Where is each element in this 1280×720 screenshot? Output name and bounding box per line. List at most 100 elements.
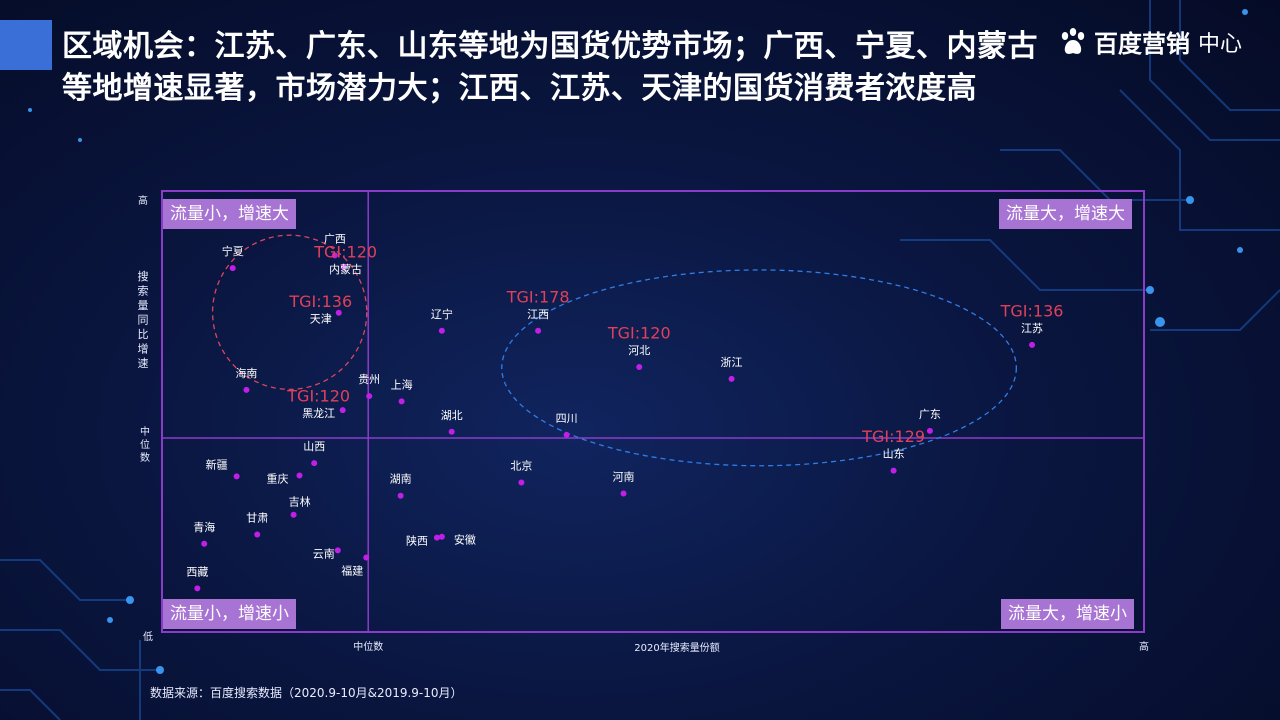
data-source-note: 数据来源：百度搜索数据（2020.9-10月&2019.9-10月） bbox=[150, 686, 463, 700]
point-label: 青海 bbox=[193, 520, 215, 534]
quadrant-label-top-right: 流量大，增速大 bbox=[999, 199, 1132, 229]
data-point bbox=[363, 554, 370, 561]
y-axis-label-char: 量 bbox=[138, 299, 149, 312]
baidu-marketing-logo: 百度营销 中心 bbox=[1058, 24, 1242, 59]
point-label: 辽宁 bbox=[431, 307, 453, 321]
data-points: 宁夏广西内蒙古TGI:120天津TGI:136辽宁江西TGI:178河北TGI:… bbox=[186, 232, 1064, 592]
point-label: 重庆 bbox=[266, 471, 288, 485]
point-label: 湖北 bbox=[441, 409, 463, 422]
y-axis-label-char: 比 bbox=[138, 328, 149, 341]
point-label: 江西 bbox=[527, 308, 549, 321]
point-label: 广西 bbox=[324, 232, 346, 245]
point-label: 广东 bbox=[919, 408, 941, 421]
y-axis-label-char: 增 bbox=[138, 342, 149, 356]
data-point bbox=[890, 467, 897, 474]
point-label: 黑龙江 bbox=[302, 407, 335, 420]
point-label: 贵州 bbox=[358, 373, 380, 386]
data-point bbox=[254, 531, 261, 538]
point-label: 海南 bbox=[235, 366, 257, 380]
highlight-circle-red bbox=[211, 234, 368, 391]
quadrant-label-bottom-left: 流量小，增速小 bbox=[163, 599, 296, 629]
title-accent-bar bbox=[0, 20, 52, 70]
y-axis-label-char: 搜 bbox=[138, 269, 149, 283]
data-point bbox=[334, 547, 341, 554]
data-point bbox=[563, 431, 570, 438]
point-label: 陕西 bbox=[406, 534, 428, 548]
tgi-label: TGI:120 bbox=[607, 323, 671, 342]
data-point bbox=[620, 490, 627, 497]
data-point bbox=[448, 428, 455, 435]
y-tick-median-char: 数 bbox=[140, 451, 150, 464]
quadrant-label-top-left: 流量小，增速大 bbox=[163, 199, 296, 229]
point-label: 吉林 bbox=[289, 495, 311, 509]
axis-origin-low: 低 bbox=[143, 630, 153, 643]
point-label: 上海 bbox=[391, 377, 413, 391]
data-point bbox=[728, 375, 735, 382]
point-label: 湖南 bbox=[390, 473, 412, 486]
data-point bbox=[433, 534, 440, 541]
x-tick-high: 高 bbox=[1139, 640, 1149, 653]
tgi-label: TGI:120 bbox=[313, 242, 377, 261]
point-label: 内蒙古 bbox=[329, 262, 362, 276]
logo-sub-text: 中心 bbox=[1198, 31, 1243, 57]
data-point bbox=[1029, 341, 1036, 348]
point-label: 安徽 bbox=[454, 533, 476, 547]
data-point bbox=[926, 427, 933, 434]
tgi-label: TGI:136 bbox=[1000, 301, 1064, 320]
data-point bbox=[335, 309, 342, 316]
y-axis-label-char: 速 bbox=[138, 357, 149, 370]
point-label: 山西 bbox=[303, 440, 325, 453]
data-point bbox=[438, 327, 445, 334]
plot-area-border bbox=[161, 190, 1145, 633]
point-label: 甘肃 bbox=[246, 512, 268, 525]
tgi-label: TGI:120 bbox=[286, 387, 350, 406]
data-point bbox=[398, 398, 405, 405]
point-label: 西藏 bbox=[186, 565, 208, 578]
data-point bbox=[340, 263, 347, 270]
x-axis-label: 2020年搜索量份额 bbox=[634, 641, 719, 654]
tgi-label: TGI:136 bbox=[288, 292, 352, 311]
data-point bbox=[636, 363, 643, 370]
y-axis-label-char: 同 bbox=[138, 314, 149, 327]
data-point bbox=[194, 585, 201, 592]
point-label: 新疆 bbox=[206, 457, 228, 471]
point-label: 河南 bbox=[613, 471, 635, 484]
paw-icon bbox=[1061, 27, 1085, 54]
data-point bbox=[233, 473, 240, 480]
point-label: 山东 bbox=[883, 448, 905, 461]
data-point bbox=[201, 540, 208, 547]
point-label: 北京 bbox=[510, 459, 532, 473]
data-point bbox=[339, 407, 346, 414]
data-point bbox=[438, 533, 445, 540]
point-label: 江苏 bbox=[1021, 322, 1043, 335]
point-label: 福建 bbox=[341, 563, 363, 577]
data-point bbox=[535, 327, 542, 334]
data-point bbox=[243, 386, 250, 393]
data-point bbox=[518, 479, 525, 486]
data-point bbox=[311, 460, 318, 467]
data-point bbox=[366, 393, 373, 400]
point-label: 浙江 bbox=[721, 356, 743, 369]
quadrant-label-bottom-right: 流量大，增速小 bbox=[1001, 599, 1134, 629]
data-point bbox=[229, 265, 236, 272]
data-point bbox=[290, 511, 297, 518]
y-axis-label-char: 索 bbox=[138, 284, 149, 298]
highlight-regions bbox=[211, 234, 1017, 467]
point-label: 云南 bbox=[313, 547, 335, 560]
page-title: 区域机会：江苏、广东、山东等地为国货优势市场；广西、宁夏、内蒙古等地增速显著，市… bbox=[62, 29, 1038, 106]
data-point bbox=[397, 492, 404, 499]
y-tick-median-char: 位 bbox=[140, 438, 150, 451]
highlight-ellipse-blue bbox=[501, 269, 1017, 467]
point-label: 宁夏 bbox=[222, 244, 244, 258]
tgi-label: TGI:129 bbox=[861, 427, 925, 446]
data-point bbox=[296, 472, 303, 479]
tgi-label: TGI:178 bbox=[506, 287, 570, 306]
x-tick-median: 中位数 bbox=[353, 640, 383, 653]
point-label: 河北 bbox=[628, 344, 650, 357]
logo-brand-text: 百度营销 bbox=[1094, 30, 1190, 58]
point-label: 天津 bbox=[310, 313, 332, 326]
point-label: 四川 bbox=[556, 412, 578, 425]
y-tick-median-char: 中 bbox=[140, 425, 150, 438]
